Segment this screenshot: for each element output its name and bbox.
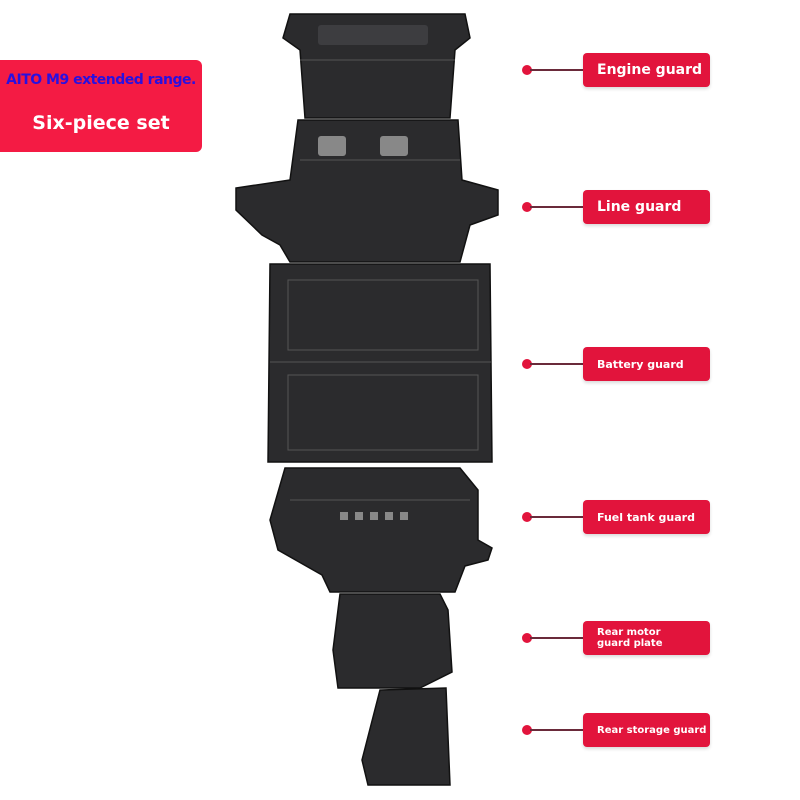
pointer-dot <box>522 202 532 212</box>
label-text: Engine guard <box>597 61 703 78</box>
pointer-line <box>530 206 583 208</box>
pointer-line <box>530 516 583 518</box>
subtitle: AITO M9 extended range. <box>6 72 196 88</box>
title-banner: AITO M9 extended range. Six-piece set <box>0 60 202 152</box>
pointer-line <box>530 729 583 731</box>
pointer-dot <box>522 725 532 735</box>
label-text: Fuel tank guard <box>597 510 695 524</box>
pointer-line <box>530 637 583 639</box>
pointer-dot <box>522 359 532 369</box>
label-line-guard: Line guard <box>583 190 710 224</box>
label-text: Battery guard <box>597 357 684 371</box>
label-battery-guard: Battery guard <box>583 347 710 381</box>
pointer-line <box>530 363 583 365</box>
pointer-dot <box>522 633 532 643</box>
label-fuel-tank-guard: Fuel tank guard <box>583 500 710 534</box>
rear-motor-guard-plate <box>332 593 453 689</box>
label-rear-storage-guard: Rear storage guard <box>583 713 710 747</box>
pointer-line <box>530 69 583 71</box>
pointer-dot <box>522 65 532 75</box>
title: Six-piece set <box>32 112 170 134</box>
label-rear-motor-guard: Rear motor guard plate <box>583 621 710 655</box>
pointer-dot <box>522 512 532 522</box>
rear-storage-guard-plate <box>361 687 451 786</box>
fuel-tank-guard-plate <box>269 467 493 593</box>
battery-guard-plate <box>267 263 493 463</box>
label-text: Line guard <box>597 198 682 215</box>
label-text: Rear motor guard plate <box>597 627 663 649</box>
label-engine-guard: Engine guard <box>583 53 710 87</box>
label-text: Rear storage guard <box>597 724 707 736</box>
line-guard-plate <box>235 119 499 263</box>
